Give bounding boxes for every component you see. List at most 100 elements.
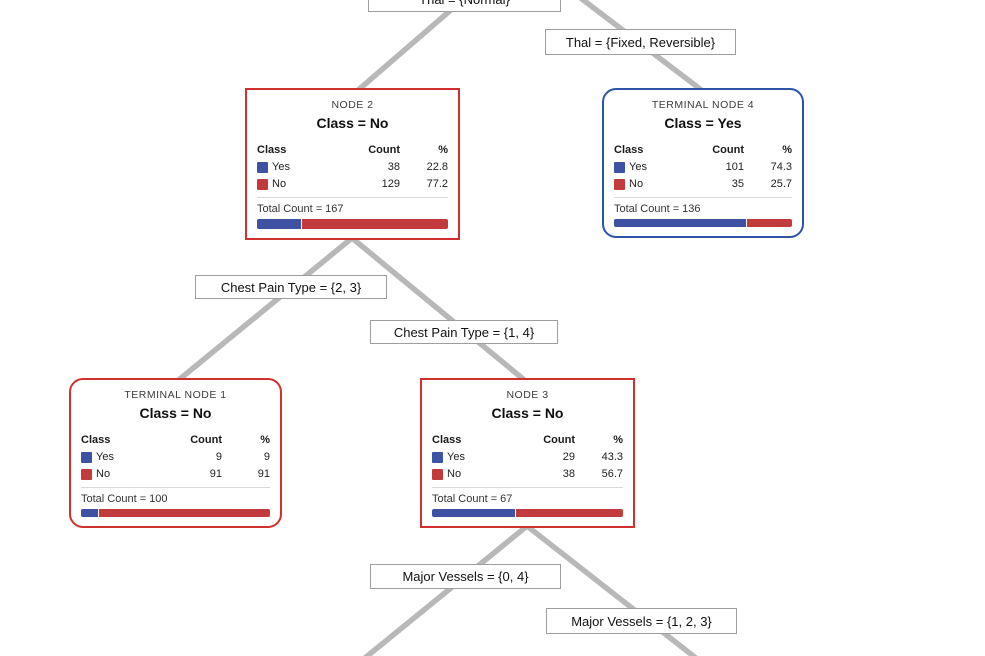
class-name: No bbox=[629, 178, 644, 190]
class-percent: 25.7 bbox=[770, 178, 792, 190]
node-class-assignment: Class = Yes bbox=[664, 115, 742, 131]
table-divider bbox=[432, 487, 623, 488]
table-divider bbox=[614, 197, 792, 198]
class-percent: 77.2 bbox=[426, 178, 448, 190]
node-title: TERMINAL NODE 4 bbox=[651, 99, 755, 111]
class-name: Yes bbox=[629, 161, 647, 173]
node-class-assignment: Class = No bbox=[316, 115, 389, 131]
edge-label-chest-pain-2-3: Chest Pain Type = {2, 3} bbox=[195, 275, 387, 299]
edge-label-text: Chest Pain Type = {2, 3} bbox=[220, 279, 362, 295]
bar-segment-no bbox=[99, 508, 270, 517]
class-percent: 91 bbox=[257, 468, 270, 480]
table-header-percent: % bbox=[613, 434, 623, 446]
table-divider bbox=[257, 197, 448, 198]
class-cell: No bbox=[432, 466, 519, 483]
table-divider bbox=[81, 487, 270, 488]
edge-label-text: Thal = {Fixed, Reversible} bbox=[565, 34, 716, 50]
total-count-label: Total Count = 136 bbox=[614, 202, 701, 215]
class-color-swatch-yes bbox=[257, 162, 268, 173]
class-row-yes: Yes 101 74.3 bbox=[614, 159, 792, 176]
class-cell: No bbox=[257, 176, 344, 193]
table-header-row: Class Count% bbox=[81, 433, 270, 447]
table-header-percent: % bbox=[260, 434, 270, 446]
class-count: 129 bbox=[381, 178, 400, 190]
bar-segment-no bbox=[515, 508, 623, 517]
bar-segment-yes bbox=[81, 508, 98, 517]
table-header-count: Count bbox=[368, 144, 400, 156]
class-row-yes: Yes 9 9 bbox=[81, 449, 270, 466]
class-cell: No bbox=[614, 176, 688, 193]
node-title: NODE 2 bbox=[331, 99, 374, 111]
table-header-count: Count bbox=[190, 434, 222, 446]
class-count: 101 bbox=[725, 161, 744, 173]
class-row-no: No 35 25.7 bbox=[614, 176, 792, 193]
bar-segment-yes bbox=[614, 218, 747, 227]
class-percent: 22.8 bbox=[426, 161, 448, 173]
table-header-class: Class bbox=[81, 434, 111, 446]
node-title: TERMINAL NODE 1 bbox=[124, 389, 227, 401]
distribution-bar bbox=[257, 218, 448, 229]
class-color-swatch-no bbox=[432, 469, 443, 480]
table-header-percent: % bbox=[438, 144, 448, 156]
class-name: No bbox=[447, 468, 462, 480]
bar-segment-no bbox=[747, 218, 792, 227]
class-percent: 43.3 bbox=[601, 451, 623, 463]
edge-label-major-vessels-0-4: Major Vessels = {0, 4} bbox=[370, 564, 561, 589]
distribution-bar bbox=[432, 508, 623, 517]
class-cell: Yes bbox=[614, 159, 688, 176]
tree-edge bbox=[525, 523, 698, 656]
class-name: No bbox=[96, 468, 111, 480]
total-count-label: Total Count = 67 bbox=[432, 492, 513, 505]
edge-label-text: Thal = {Normal} bbox=[419, 0, 510, 7]
edge-label-text: Major Vessels = {1, 2, 3} bbox=[571, 613, 712, 629]
edge-label-major-vessels-1-2-3: Major Vessels = {1, 2, 3} bbox=[546, 608, 737, 634]
class-cell: Yes bbox=[81, 449, 166, 466]
class-name: Yes bbox=[447, 451, 465, 463]
table-header-count: Count bbox=[712, 144, 744, 156]
class-count: 35 bbox=[731, 178, 744, 190]
distribution-bar bbox=[81, 508, 270, 517]
class-color-swatch-yes bbox=[614, 162, 625, 173]
table-header-percent: % bbox=[782, 144, 792, 156]
class-percent: 9 bbox=[263, 451, 270, 463]
class-percent: 56.7 bbox=[601, 468, 623, 480]
table-header-class: Class bbox=[432, 434, 462, 446]
class-color-swatch-no bbox=[257, 179, 268, 190]
class-color-swatch-yes bbox=[432, 452, 443, 463]
tree-edge bbox=[354, 0, 467, 95]
class-count: 29 bbox=[562, 451, 575, 463]
node-title: NODE 3 bbox=[506, 389, 549, 401]
tree-edge bbox=[350, 235, 530, 386]
class-cell: Yes bbox=[257, 159, 344, 176]
distribution-bar bbox=[614, 218, 792, 227]
node-class-assignment: Class = No bbox=[491, 405, 564, 421]
class-row-no: No 91 91 bbox=[81, 466, 270, 483]
class-name: No bbox=[272, 178, 287, 190]
total-count-label: Total Count = 167 bbox=[257, 202, 344, 215]
class-count: 9 bbox=[215, 451, 222, 463]
class-cell: Yes bbox=[432, 449, 519, 466]
class-cell: No bbox=[81, 466, 166, 483]
class-row-no: No 38 56.7 bbox=[432, 466, 623, 483]
class-count: 38 bbox=[562, 468, 575, 480]
class-count: 91 bbox=[209, 468, 222, 480]
class-percent: 74.3 bbox=[770, 161, 792, 173]
class-row-no: No 129 77.2 bbox=[257, 176, 448, 193]
tree-edge bbox=[363, 523, 529, 656]
total-count-label: Total Count = 100 bbox=[81, 492, 168, 505]
bar-segment-yes bbox=[432, 508, 515, 517]
class-name: Yes bbox=[272, 161, 290, 173]
